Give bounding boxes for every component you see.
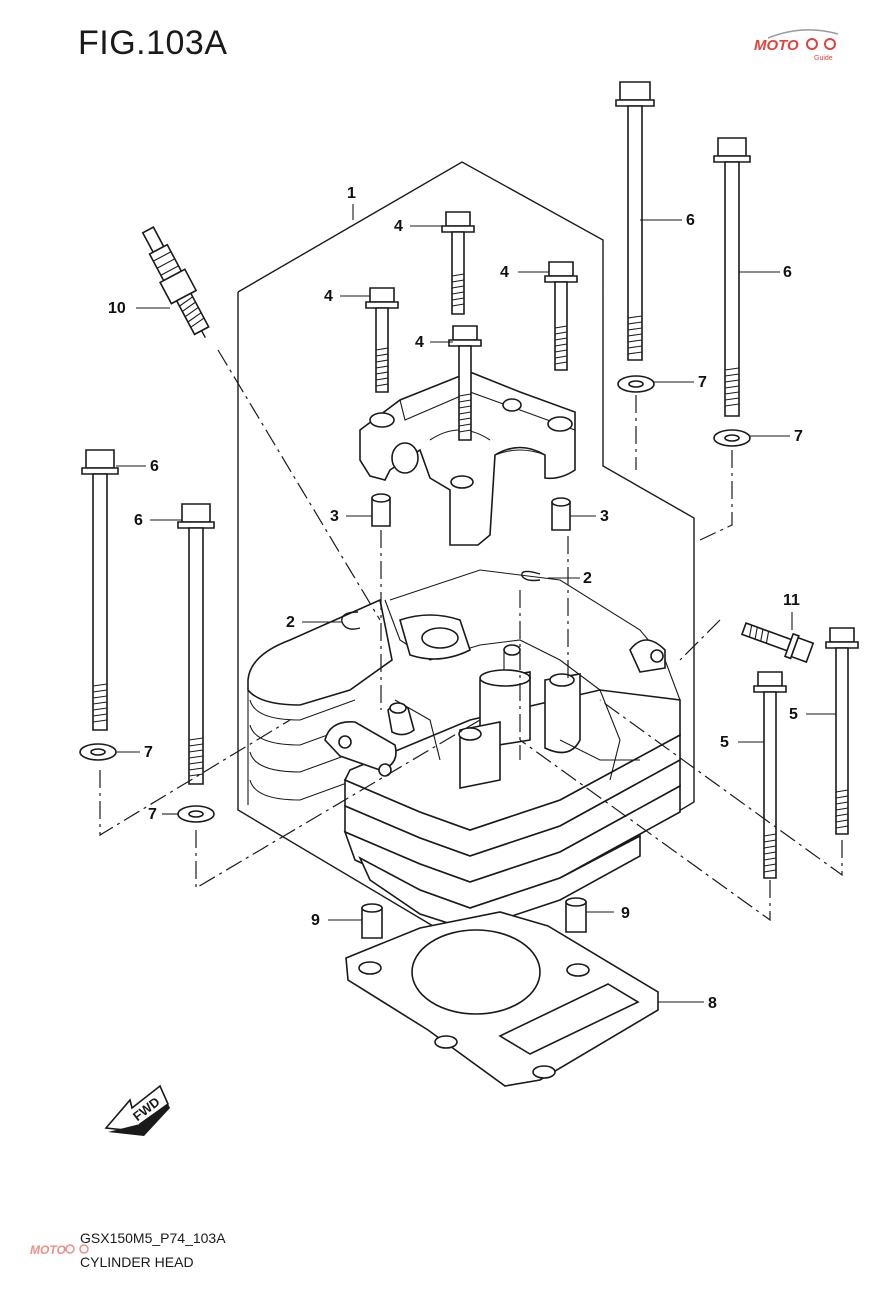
washer-7-d [177, 805, 215, 823]
callout-11: 11 [783, 592, 800, 609]
dowel-pin-3-right [551, 497, 571, 531]
stud-6-left-inner [177, 503, 215, 785]
callout-9-left: 9 [311, 912, 320, 929]
bolt-5-b [825, 627, 859, 835]
stud-6-top-left [615, 81, 655, 361]
spark-plug-10 [141, 226, 210, 339]
watermark-logo-top: MOTO Guide [754, 29, 839, 62]
callout-6-b: 6 [783, 264, 792, 281]
callout-7-c: 7 [144, 744, 153, 761]
callout-8: 8 [708, 995, 717, 1012]
bolt-4-d [448, 325, 482, 441]
dowel-pin-3-left [371, 493, 391, 527]
callout-6-a: 6 [686, 212, 695, 229]
callout-4-d: 4 [415, 334, 424, 351]
bolt-4-a [365, 287, 399, 393]
callouts: 1 2 2 3 3 4 4 4 4 5 5 6 6 6 6 7 7 7 7 8 … [108, 185, 803, 1012]
callout-4-b: 4 [324, 288, 333, 305]
forward-arrow-icon: FWD [104, 1084, 170, 1136]
figure-title: FIG.103A [78, 24, 228, 62]
callout-1: 1 [347, 185, 356, 202]
washer-7-a [617, 375, 655, 393]
watermark-sub: Guide [814, 55, 833, 62]
watermark-logo-bottom: MOTO [30, 1243, 89, 1257]
callout-3-left: 3 [330, 508, 339, 525]
camshaft-holder [359, 371, 576, 546]
callout-2-left: 2 [286, 614, 295, 631]
dowel-pin-9-right [565, 897, 587, 933]
head-gasket-8 [345, 911, 659, 1087]
figure-code: GSX150M5_P74_103A [80, 1230, 226, 1246]
bolt-4-c [544, 261, 578, 371]
figure-name: CYLINDER HEAD [80, 1254, 194, 1270]
callout-7-d: 7 [148, 806, 157, 823]
watermark-text: MOTO [754, 37, 799, 54]
leader-lines [116, 204, 836, 1003]
watermark-text: MOTO [30, 1243, 66, 1257]
callout-7-a: 7 [698, 374, 707, 391]
bolt-11 [740, 622, 815, 664]
callout-6-d: 6 [134, 512, 143, 529]
alignment-lines [99, 349, 843, 922]
callout-4-a: 4 [394, 218, 403, 235]
clip-2-right [521, 570, 541, 582]
callout-2-right: 2 [583, 570, 592, 587]
callout-3-right: 3 [600, 508, 609, 525]
stud-6-top-right [713, 137, 751, 417]
callout-9-right: 9 [621, 905, 630, 922]
callout-7-b: 7 [794, 428, 803, 445]
bolt-5-a [753, 671, 787, 879]
callout-6-c: 6 [150, 458, 159, 475]
stud-6-left-outer [81, 449, 119, 731]
cylinder-head [247, 569, 681, 931]
dowel-pin-9-left [361, 903, 383, 939]
callout-5-b: 5 [789, 706, 798, 723]
washer-7-b [713, 429, 751, 447]
callout-4-c: 4 [500, 264, 509, 281]
bolt-4-b [441, 211, 475, 315]
callout-10: 10 [108, 300, 126, 317]
washer-7-c [79, 743, 117, 761]
callout-5-a: 5 [720, 734, 729, 751]
